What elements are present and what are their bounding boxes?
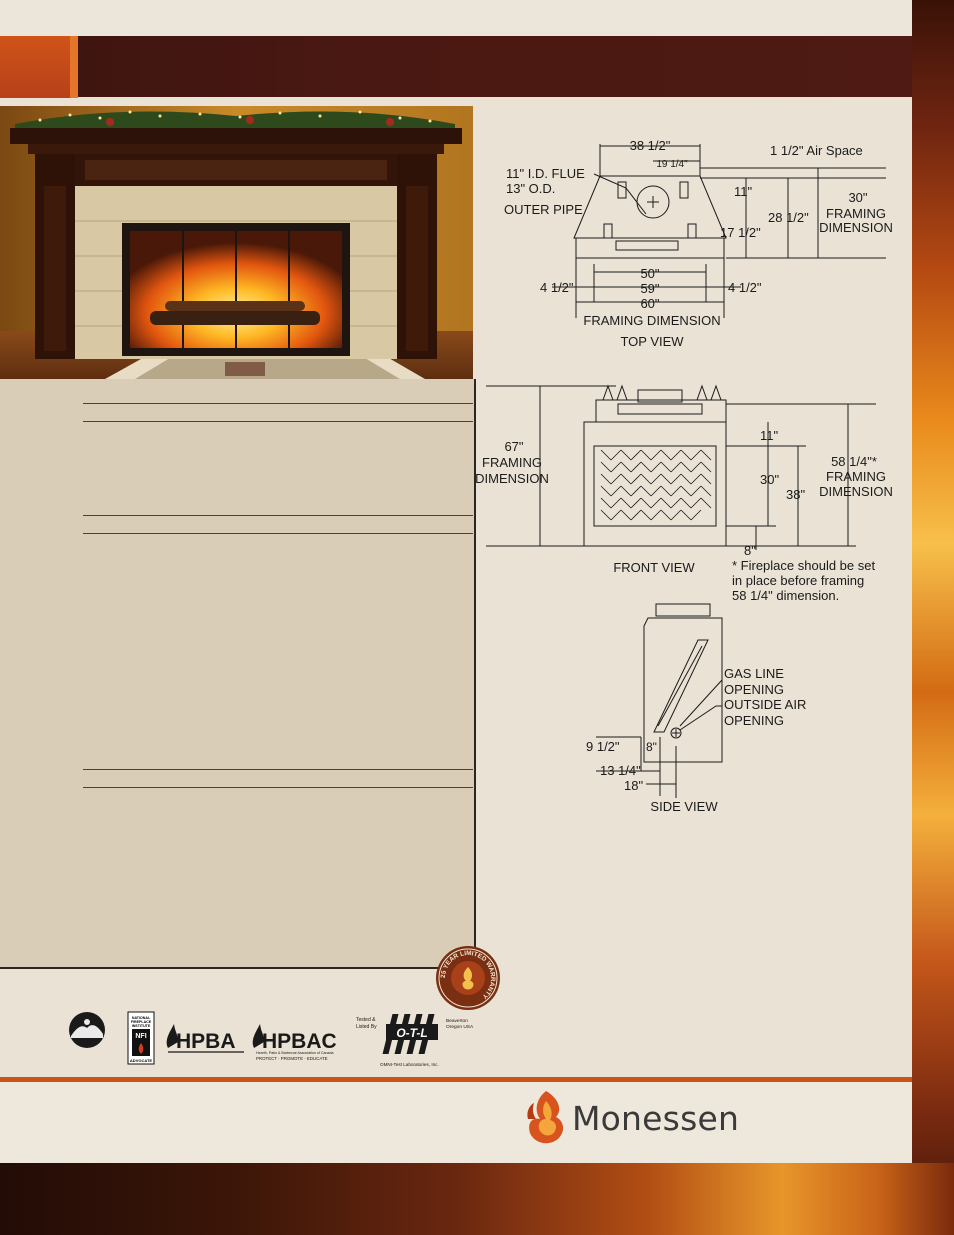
svg-text:ADVOCATE: ADVOCATE — [130, 1058, 152, 1063]
svg-text:Tested &: Tested & — [356, 1017, 376, 1023]
emblem-logo — [69, 1012, 105, 1048]
warranty-seal: 25 YEAR LIMITED WARRANTY — [436, 946, 500, 1010]
top-dim-28-5: 28 1/2" — [768, 210, 809, 225]
svg-text:NATIONAL: NATIONAL — [132, 1016, 151, 1020]
front-dim-30: 30" — [760, 472, 779, 487]
top-dim-30: 30" — [848, 190, 867, 205]
header-accent-stripe — [70, 36, 78, 98]
top-dim-38-5: 38 1/2" — [630, 138, 671, 153]
side-dim-8: 8" — [646, 740, 657, 754]
hpba-logo: HPBA — [166, 1024, 244, 1053]
svg-text:Beaverton: Beaverton — [446, 1018, 468, 1024]
section-rule — [83, 787, 473, 788]
front-dimension-right: DIMENSION — [819, 484, 893, 499]
top-dim-4-5-left: 4 1/2" — [540, 280, 574, 295]
front-view-drawing — [486, 384, 876, 550]
front-dim-11: 11" — [760, 428, 778, 443]
certification-logos: NATIONAL FIREPLACE INSTITUTE NFI ADVOCAT… — [0, 1008, 520, 1068]
side-dim-13-25: 13 1/4" — [600, 763, 641, 778]
top-band — [0, 0, 912, 36]
side-outside-air-1: OUTSIDE AIR — [724, 697, 806, 712]
section-rule — [83, 769, 473, 770]
svg-text:INSTITUTE: INSTITUTE — [132, 1024, 151, 1028]
hpbac-logo: HPBAC Hearth, Patio & Barbecue Associati… — [252, 1024, 337, 1061]
svg-text:Oregon USA: Oregon USA — [446, 1024, 474, 1030]
side-view-caption: SIDE VIEW — [650, 799, 718, 814]
side-dim-18: 18" — [624, 778, 643, 793]
svg-text:HPBA: HPBA — [176, 1030, 236, 1053]
front-note-line-1: * Fireplace should be set — [732, 558, 875, 573]
front-dim-8: 8" — [744, 543, 756, 558]
top-view-caption: TOP VIEW — [620, 334, 684, 349]
svg-text:O-T-L: O-T-L — [396, 1026, 427, 1040]
front-dim-58-25: 58 1/4"* — [831, 454, 877, 469]
monessen-flame-icon — [527, 1091, 564, 1144]
svg-text:NFI: NFI — [135, 1033, 146, 1040]
svg-text:FIREPLACE: FIREPLACE — [131, 1020, 152, 1024]
section-rule — [83, 533, 473, 534]
brand-name: Monessen — [572, 1098, 740, 1138]
monessen-brand: Monessen — [524, 1086, 739, 1150]
top-dim-59: 59" — [640, 281, 659, 296]
fire-texture-bottom — [0, 1163, 954, 1235]
section-rule — [83, 403, 473, 404]
top-dim-4-5-right: 4 1/2" — [728, 280, 762, 295]
top-flue-od: 13" O.D. — [506, 181, 555, 196]
front-framing-right: FRAMING — [826, 469, 886, 484]
top-view-drawing — [552, 144, 886, 318]
header-bar — [0, 36, 912, 98]
side-outside-air-2: OPENING — [724, 713, 784, 728]
side-gas-line-2: OPENING — [724, 682, 784, 697]
svg-text:PROTECT · PROMOTE · EDUCATE: PROTECT · PROMOTE · EDUCATE — [256, 1056, 328, 1061]
otl-logo: Tested & Listed By O-T-L Beaverton Orego… — [356, 1014, 474, 1067]
top-dim-50: 50" — [640, 266, 659, 281]
top-flue-id: 11" I.D. FLUE — [506, 166, 585, 181]
header-accent-block — [0, 36, 78, 98]
top-air-space: 1 1/2" Air Space — [770, 143, 863, 158]
svg-text:HPBAC: HPBAC — [262, 1030, 337, 1053]
svg-text:Hearth, Patio & Barbecue Assoc: Hearth, Patio & Barbecue Association of … — [256, 1051, 334, 1055]
footer-area — [0, 1082, 912, 1163]
svg-text:Listed By: Listed By — [356, 1024, 377, 1030]
product-photo — [0, 106, 473, 379]
dimension-diagrams: 38 1/2" 19 1/4" 1 1/2" Air Space 11" I.D… — [476, 138, 893, 814]
front-note-line-2: in place before framing — [732, 573, 864, 588]
top-dim-19-25: 19 1/4" — [656, 159, 688, 170]
front-dimension-left: DIMENSION — [476, 471, 549, 486]
front-note-line-3: 58 1/4" dimension. — [732, 588, 839, 603]
top-dim-60: 60" — [640, 296, 659, 311]
top-framing-dimension: FRAMING DIMENSION — [583, 313, 720, 328]
svg-text:OMNI-Test Laboratories, Inc.: OMNI-Test Laboratories, Inc. — [380, 1062, 439, 1067]
top-dim-11: 11" — [734, 184, 752, 199]
top-framing-label: FRAMING — [826, 206, 886, 221]
section-rule — [83, 515, 473, 516]
fire-texture-strip — [912, 0, 954, 1235]
top-dim-17-5: 17 1/2" — [720, 225, 761, 240]
footer-divider — [0, 1077, 912, 1082]
specifications-panel — [0, 379, 476, 969]
front-view-caption: FRONT VIEW — [613, 560, 695, 575]
side-gas-line-1: GAS LINE — [724, 666, 784, 681]
side-dim-9-5: 9 1/2" — [586, 739, 620, 754]
top-outer-pipe: OUTER PIPE — [504, 202, 583, 217]
section-rule — [83, 421, 473, 422]
front-framing-left: FRAMING — [482, 455, 542, 470]
top-dimension-label: DIMENSION — [819, 220, 893, 235]
side-view-drawing — [596, 603, 723, 798]
front-dim-38: 38" — [786, 487, 805, 502]
nfi-logo: NATIONAL FIREPLACE INSTITUTE NFI ADVOCAT… — [127, 1011, 155, 1065]
front-dim-67: 67" — [504, 439, 523, 454]
